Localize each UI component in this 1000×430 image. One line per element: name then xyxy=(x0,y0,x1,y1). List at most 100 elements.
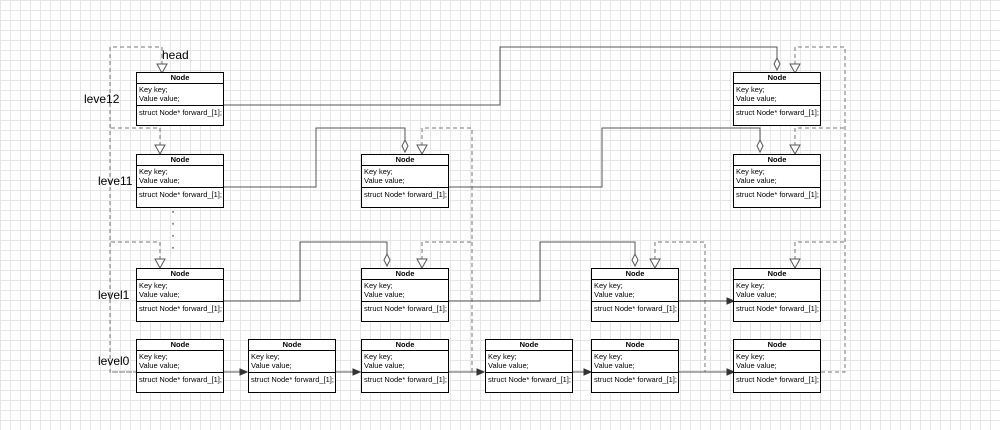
node-key-field: Key key; xyxy=(364,281,393,290)
node-value-field: Value value; xyxy=(139,176,180,185)
node-title: Node xyxy=(734,155,820,166)
node-fields: Key key;Value value; xyxy=(486,351,572,373)
node-forward-field: struct Node* forward_[1]; xyxy=(139,108,222,117)
node-forward-field: struct Node* forward_[1]; xyxy=(594,304,677,313)
node-forward-field: struct Node* forward_[1]; xyxy=(736,108,819,117)
diamond-endpoints xyxy=(383,56,781,268)
node-fields: Key key;Value value; xyxy=(734,280,820,302)
node-title: Node xyxy=(592,340,678,351)
node-title: Node xyxy=(362,155,448,166)
node-value-field: Value value; xyxy=(736,176,777,185)
node-key-field: Key key; xyxy=(139,352,168,361)
node-title: Node xyxy=(734,340,820,351)
node-value-field: Value value; xyxy=(736,290,777,299)
node-forward-field: struct Node* forward_[1]; xyxy=(139,304,222,313)
node-key-field: Key key; xyxy=(251,352,280,361)
node-fields: Key key;Value value; xyxy=(734,84,820,106)
node-value-field: Value value; xyxy=(139,361,180,370)
node-title: Node xyxy=(137,155,223,166)
node-forward-field: struct Node* forward_[1]; xyxy=(736,304,819,313)
node-title: Node xyxy=(592,269,678,280)
arrowheads-open xyxy=(154,63,801,270)
node-forward-field: struct Node* forward_[1]; xyxy=(139,190,222,199)
node-fields: Key key;Value value; xyxy=(362,351,448,373)
node-value-field: Value value; xyxy=(364,290,405,299)
node-fields: Key key;Value value; xyxy=(734,166,820,188)
node-fields: Key key;Value value; xyxy=(137,351,223,373)
node-title: Node xyxy=(249,340,335,351)
node-fields: Key key;Value value; xyxy=(362,166,448,188)
node-forward-field: struct Node* forward_[1]; xyxy=(251,375,334,384)
node-fields: Key key;Value value; xyxy=(137,166,223,188)
node-title: Node xyxy=(137,269,223,280)
node-fields: Key key;Value value; xyxy=(137,84,223,106)
node-value-field: Value value; xyxy=(364,361,405,370)
node-value-field: Value value; xyxy=(736,94,777,103)
node-title: Node xyxy=(734,269,820,280)
node-forward-field: struct Node* forward_[1]; xyxy=(364,304,447,313)
node-forward-field: struct Node* forward_[1]; xyxy=(364,190,447,199)
node-title: Node xyxy=(362,269,448,280)
level2-label: leve12 xyxy=(84,92,120,106)
node-title: Node xyxy=(137,73,223,84)
node-key-field: Key key; xyxy=(594,281,623,290)
level11-label: leve11 xyxy=(98,174,133,188)
node-key-field: Key key; xyxy=(594,352,623,361)
node-fields: Key key;Value value; xyxy=(734,351,820,373)
node-key-field: Key key; xyxy=(736,352,765,361)
node-forward-field: struct Node* forward_[1]; xyxy=(488,375,571,384)
node-key-field: Key key; xyxy=(139,281,168,290)
node-value-field: Value value; xyxy=(364,176,405,185)
node-key-field: Key key; xyxy=(488,352,517,361)
level1-label: level1 xyxy=(98,288,130,302)
node-fields: Key key;Value value; xyxy=(362,280,448,302)
node-key-field: Key key; xyxy=(364,352,393,361)
node-forward-field: struct Node* forward_[1]; xyxy=(736,375,819,384)
node-key-field: Key key; xyxy=(736,167,765,176)
node-title: Node xyxy=(486,340,572,351)
node-value-field: Value value; xyxy=(139,94,180,103)
vertical-ellipsis: ···· xyxy=(171,204,175,254)
node-key-field: Key key; xyxy=(736,85,765,94)
head-label: head xyxy=(162,48,189,62)
node-key-field: Key key; xyxy=(139,85,168,94)
node-fields: Key key;Value value; xyxy=(592,280,678,302)
node-value-field: Value value; xyxy=(594,361,635,370)
node-key-field: Key key; xyxy=(364,167,393,176)
node-title: Node xyxy=(362,340,448,351)
node-forward-field: struct Node* forward_[1]; xyxy=(139,375,222,384)
node-title: Node xyxy=(137,340,223,351)
node-key-field: Key key; xyxy=(139,167,168,176)
node-forward-field: struct Node* forward_[1]; xyxy=(736,190,819,199)
node-key-field: Key key; xyxy=(736,281,765,290)
arrowheads-filled xyxy=(239,297,736,376)
node-fields: Key key;Value value; xyxy=(137,280,223,302)
node-title: Node xyxy=(734,73,820,84)
node-value-field: Value value; xyxy=(736,361,777,370)
node-fields: Key key;Value value; xyxy=(249,351,335,373)
node-value-field: Value value; xyxy=(251,361,292,370)
node-value-field: Value value; xyxy=(594,290,635,299)
node-forward-field: struct Node* forward_[1]; xyxy=(594,375,677,384)
level0-label: level0 xyxy=(98,354,130,368)
node-forward-field: struct Node* forward_[1]; xyxy=(364,375,447,384)
node-fields: Key key;Value value; xyxy=(592,351,678,373)
node-value-field: Value value; xyxy=(488,361,529,370)
